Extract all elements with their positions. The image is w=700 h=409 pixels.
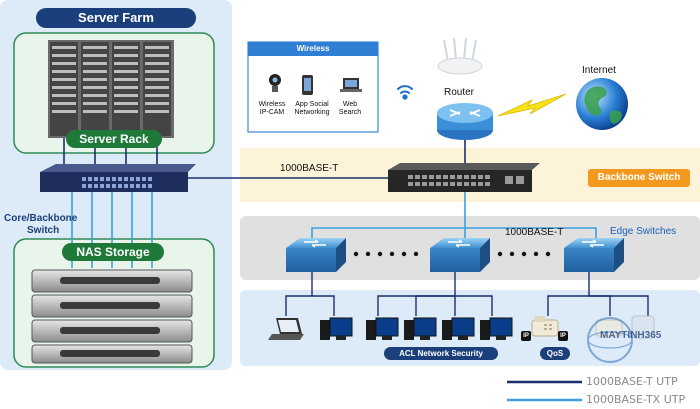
edge-switch-3 [564, 238, 624, 272]
backbone-switch-label: Backbone Switch [588, 169, 690, 187]
router-label: Router [444, 87, 475, 98]
wireless-item-3-line1: Web [342, 101, 358, 108]
core-switch-label-line1: Core/Backbone [4, 213, 78, 224]
desktop-pc-1 [320, 317, 353, 340]
ip-camera-device [631, 315, 655, 339]
qos-label: QoS [540, 347, 570, 360]
webcam-icon [255, 72, 295, 94]
wireless-item-1-line2: IP-CAM [259, 109, 285, 116]
server-rack-label: Server Rack [66, 130, 162, 148]
wireless-ap-icon [437, 37, 483, 75]
edge-speed-label: 1000BASE-T [505, 227, 564, 238]
client-drops [285, 272, 649, 316]
smartphone-icon [298, 74, 318, 96]
ip-phone-1 [531, 316, 559, 337]
wireless-title: Wireless [296, 44, 330, 53]
edge-switch-2 [430, 238, 490, 272]
desktop-pc-3 [404, 317, 437, 340]
core-switch-label-line2: Switch [27, 225, 60, 236]
acl-label: ACL Network Security [384, 347, 498, 360]
watermark-brand: MAYTINH365 [600, 330, 662, 341]
desktop-pc-5 [480, 317, 513, 340]
router-icon [437, 103, 493, 140]
ellipsis-dots [353, 251, 551, 257]
legend-label-tx: 1000BASE-TX UTP [586, 393, 686, 406]
watermark-logo [587, 317, 633, 363]
nas-storage-label: NAS Storage [62, 243, 164, 261]
uplink-speed-label: 1000BASE-T [280, 163, 339, 174]
globe-icon [576, 78, 628, 130]
edge-switches-label: Edge Switches [610, 226, 677, 237]
laptop-icon [268, 318, 304, 340]
wireless-title-bar [248, 42, 378, 56]
internet-label: Internet [582, 65, 616, 76]
desktop-pc-2 [366, 317, 399, 340]
wireless-item-2-line2: Networking [294, 109, 330, 116]
edge-switch-1 [286, 238, 346, 272]
ip-badge-1: IP [521, 331, 531, 341]
legend-label-utp: 1000BASE-T UTP [586, 375, 678, 388]
wireless-item-1-line1: Wireless [258, 101, 286, 108]
nas-storage-icon [31, 269, 193, 364]
server-rack-icon [48, 40, 174, 138]
lightning-icon [497, 93, 567, 117]
ip-badge-2: IP [558, 331, 568, 341]
core-switch-icon [40, 164, 196, 192]
server-farm-title: Server Farm [36, 8, 196, 28]
wireless-item-2-line1: App Social [295, 101, 329, 108]
desktop-pc-4 [442, 317, 475, 340]
wireless-item-3-line2: Search [338, 109, 362, 116]
edge-uplinks [311, 192, 597, 244]
laptop-mini-icon [338, 76, 364, 96]
wifi-icon [397, 85, 413, 100]
backbone-switch-icon [388, 163, 540, 192]
